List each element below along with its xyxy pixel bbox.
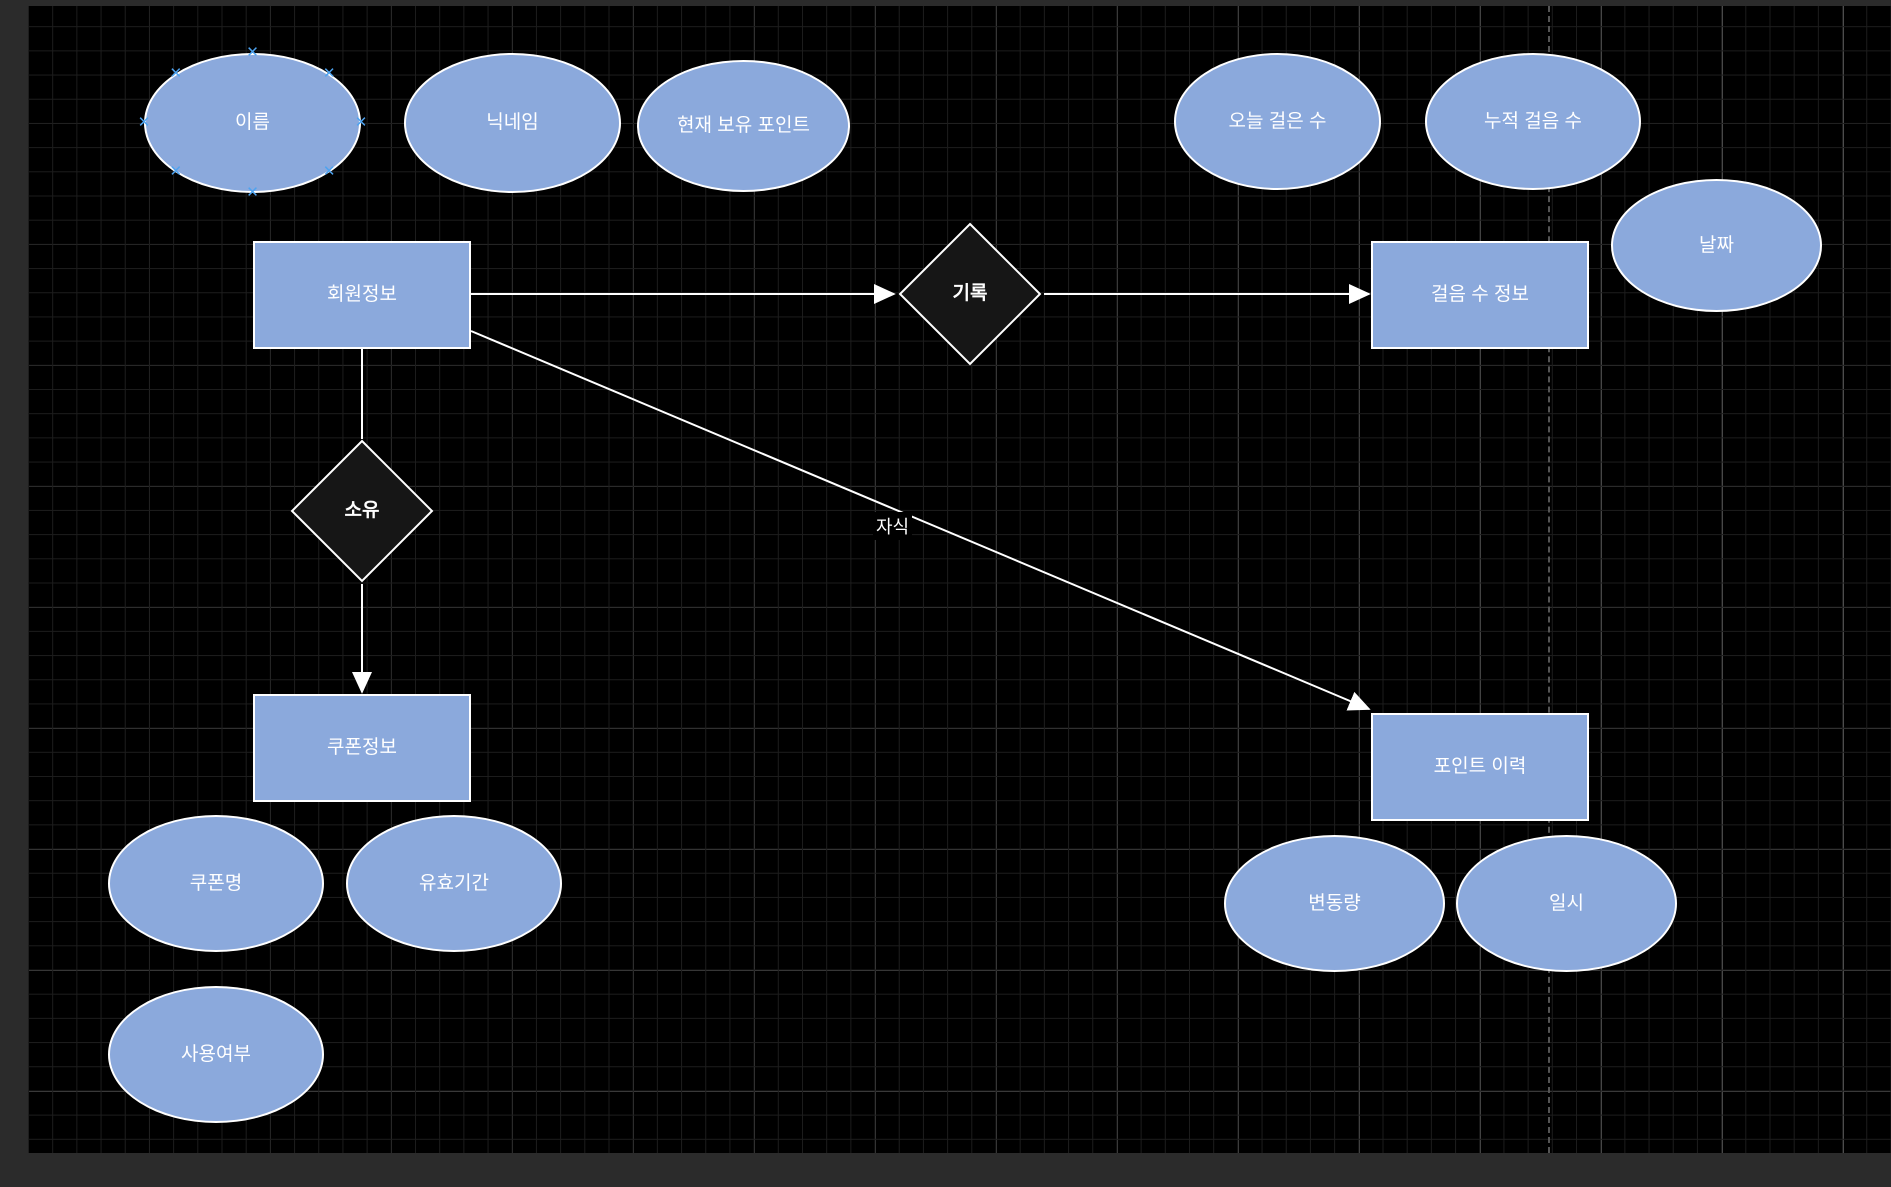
edge-label-자식: 자식 [873, 512, 913, 540]
resize-handle-0[interactable]: ✕ [246, 44, 259, 61]
attribute-label: 누적 걸음 수 [1484, 110, 1582, 132]
attribute-누적-걸음-수[interactable]: 누적 걸음 수 [1425, 53, 1641, 190]
attribute-유효기간[interactable]: 유효기간 [346, 815, 562, 952]
resize-handle-5[interactable]: ✕ [169, 163, 183, 181]
entity-label: 회원정보 [327, 284, 397, 306]
attribute-변동량[interactable]: 변동량 [1224, 835, 1445, 972]
connector-layer [351, 283, 1371, 711]
resize-handle-4[interactable]: ✕ [246, 184, 259, 201]
relationship-label: 기록 [952, 283, 988, 305]
entity-label: 걸음 수 정보 [1431, 284, 1529, 306]
entity-label: 쿠폰정보 [327, 737, 397, 759]
entity-걸음-수-정보[interactable]: 걸음 수 정보 [1371, 241, 1589, 349]
attribute-label: 일시 [1549, 892, 1584, 914]
attribute-label: 변동량 [1308, 892, 1361, 914]
attribute-label: 사용여부 [181, 1043, 251, 1065]
diagram-canvas[interactable]: 이름 닉네임 현재 보유 포인트 오늘 걸은 수 누적 걸음 수 날짜 쿠폰명 … [28, 6, 1891, 1153]
relationship-label: 소유 [344, 500, 380, 522]
page-break-guide [1548, 6, 1550, 1153]
resize-handle-2[interactable]: ✕ [354, 114, 368, 131]
attribute-사용여부[interactable]: 사용여부 [108, 986, 324, 1123]
attribute-label: 날짜 [1699, 234, 1734, 256]
entity-쿠폰정보[interactable]: 쿠폰정보 [253, 694, 471, 802]
resize-handle-7[interactable]: ✕ [169, 64, 183, 82]
attribute-오늘-걸은-수[interactable]: 오늘 걸은 수 [1174, 53, 1381, 190]
attribute-label: 닉네임 [486, 112, 539, 134]
attribute-날짜[interactable]: 날짜 [1611, 179, 1822, 312]
attribute-label: 오늘 걸은 수 [1228, 110, 1327, 132]
resize-handle-6[interactable]: ✕ [137, 114, 151, 131]
relationship-기록[interactable]: 기록 [898, 222, 1042, 366]
attribute-label: 쿠폰명 [189, 872, 243, 894]
diamond-shape [290, 439, 434, 583]
attribute-label: 이름 [235, 112, 270, 134]
attribute-쿠폰명[interactable]: 쿠폰명 [108, 815, 324, 952]
attribute-현재-보유-포인트[interactable]: 현재 보유 포인트 [637, 60, 850, 192]
entity-포인트-이력[interactable]: 포인트 이력 [1371, 713, 1589, 821]
resize-handle-3[interactable]: ✕ [322, 163, 336, 181]
entity-label: 포인트 이력 [1433, 756, 1527, 778]
attribute-label: 유효기간 [419, 872, 489, 894]
attribute-닉네임[interactable]: 닉네임 [404, 53, 621, 193]
entity-회원정보[interactable]: 회원정보 [253, 241, 471, 349]
attribute-이름[interactable]: 이름 [144, 53, 361, 193]
resize-handle-1[interactable]: ✕ [322, 64, 336, 82]
attribute-label: 현재 보유 포인트 [677, 115, 810, 137]
relationship-소유[interactable]: 소유 [290, 439, 434, 583]
connector-member-points [470, 330, 1371, 711]
diamond-shape [898, 222, 1042, 366]
attribute-일시[interactable]: 일시 [1456, 835, 1677, 972]
